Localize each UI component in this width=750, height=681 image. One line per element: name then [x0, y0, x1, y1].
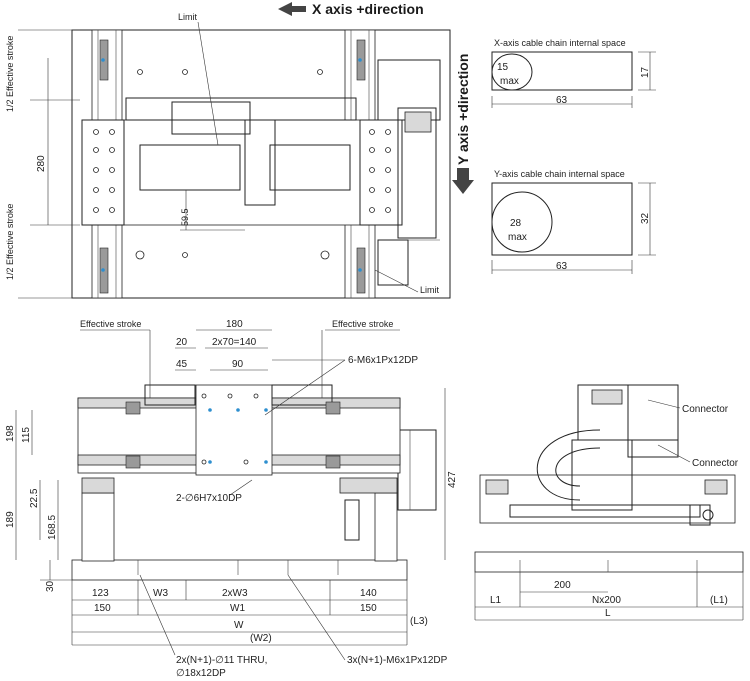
bottom-taps-label: 3x(N+1)-M6x1Px12DP — [347, 655, 448, 666]
dim-20: 20 — [176, 337, 188, 348]
slider-right — [269, 144, 351, 191]
dim-w3: W3 — [153, 588, 168, 599]
x-cable-max-word: max — [500, 76, 519, 87]
cable-chain-inner — [555, 447, 601, 487]
dowel-holes-label: 2-∅6H7x10DP — [176, 493, 242, 504]
dim-90: 90 — [232, 359, 244, 370]
dim-30: 30 — [45, 580, 56, 592]
crossbar — [81, 119, 403, 226]
front-slide-block — [195, 384, 273, 476]
dim-168-5: 168.5 — [47, 515, 58, 540]
dim-w2: (W2) — [250, 633, 272, 644]
front-base — [71, 559, 408, 581]
front-view — [15, 329, 446, 661]
limit-label-top: Limit — [178, 12, 198, 22]
half-stroke-bottom: 1/2 Effective stroke — [5, 204, 15, 280]
dim-w: W — [234, 620, 244, 631]
y-axis-label: Y axis +direction — [455, 54, 471, 165]
y-cable-title: Y-axis cable chain internal space — [494, 169, 625, 179]
top-base-plate — [71, 29, 451, 299]
x-direction-arrow-icon — [278, 2, 306, 16]
side-dim-200: 200 — [554, 580, 571, 591]
side-dim-l1-right: (L1) — [710, 595, 728, 606]
dim-l3: (L3) — [410, 616, 428, 627]
dim-w1: W1 — [230, 603, 245, 614]
thru-holes-line1: 2x(N+1)-∅11 THRU, — [176, 655, 267, 666]
y-cable-max-word: max — [508, 232, 527, 243]
dim-280: 280 — [36, 155, 47, 172]
front-effective-stroke-left: Effective stroke — [80, 319, 141, 329]
dim-22-5: 22.5 — [29, 488, 40, 508]
cable-chain-outer — [536, 429, 601, 501]
side-base — [474, 551, 744, 573]
dim-189: 189 — [5, 511, 16, 528]
tapped-holes-label: 6-M6x1Px12DP — [348, 355, 418, 366]
top-holes — [93, 69, 391, 260]
dim-150-left: 150 — [94, 603, 111, 614]
half-stroke-top: 1/2 Effective stroke — [5, 36, 15, 112]
thru-holes-line2: ∅18x12DP — [176, 668, 226, 679]
y-cable-chain-box — [491, 182, 656, 274]
dim-427: 427 — [447, 471, 458, 488]
y-cable-max-value: 28 — [510, 218, 522, 229]
dim-45: 45 — [176, 359, 188, 370]
y-cable-width: 63 — [556, 261, 568, 272]
side-dim-nx200: Nx200 — [592, 595, 621, 606]
front-effective-stroke-right: Effective stroke — [332, 319, 393, 329]
dim-2x70: 2x70=140 — [212, 337, 257, 348]
dim-140: 140 — [360, 588, 377, 599]
slider-left — [139, 144, 241, 191]
x-cable-width: 63 — [556, 95, 568, 106]
dim-150-right: 150 — [360, 603, 377, 614]
dim-123: 123 — [92, 588, 109, 599]
side-dim-l1-left: L1 — [490, 595, 502, 606]
x-cable-max-value: 15 — [497, 62, 509, 73]
x-cable-chain-box — [491, 51, 656, 108]
limit-label-bottom: Limit — [420, 285, 440, 295]
x-cable-title: X-axis cable chain internal space — [494, 38, 626, 48]
dim-198: 198 — [5, 425, 16, 442]
x-axis-label: X axis +direction — [312, 1, 424, 17]
front-motor — [397, 429, 437, 511]
dim-115: 115 — [21, 427, 32, 443]
connector-label-1: Connector — [682, 404, 729, 415]
y-motor — [397, 107, 437, 239]
connector-label-2: Connector — [692, 458, 739, 469]
dim-59-5: 59.5 — [180, 208, 190, 226]
dim-2xw3: 2xW3 — [222, 588, 248, 599]
dim-180: 180 — [226, 319, 243, 330]
y-cable-height: 32 — [640, 212, 651, 224]
x-cable-height: 17 — [640, 66, 651, 78]
top-view — [18, 2, 474, 299]
side-view — [474, 384, 744, 621]
side-dim-l: L — [605, 608, 611, 619]
y-direction-arrow-icon — [452, 168, 474, 194]
